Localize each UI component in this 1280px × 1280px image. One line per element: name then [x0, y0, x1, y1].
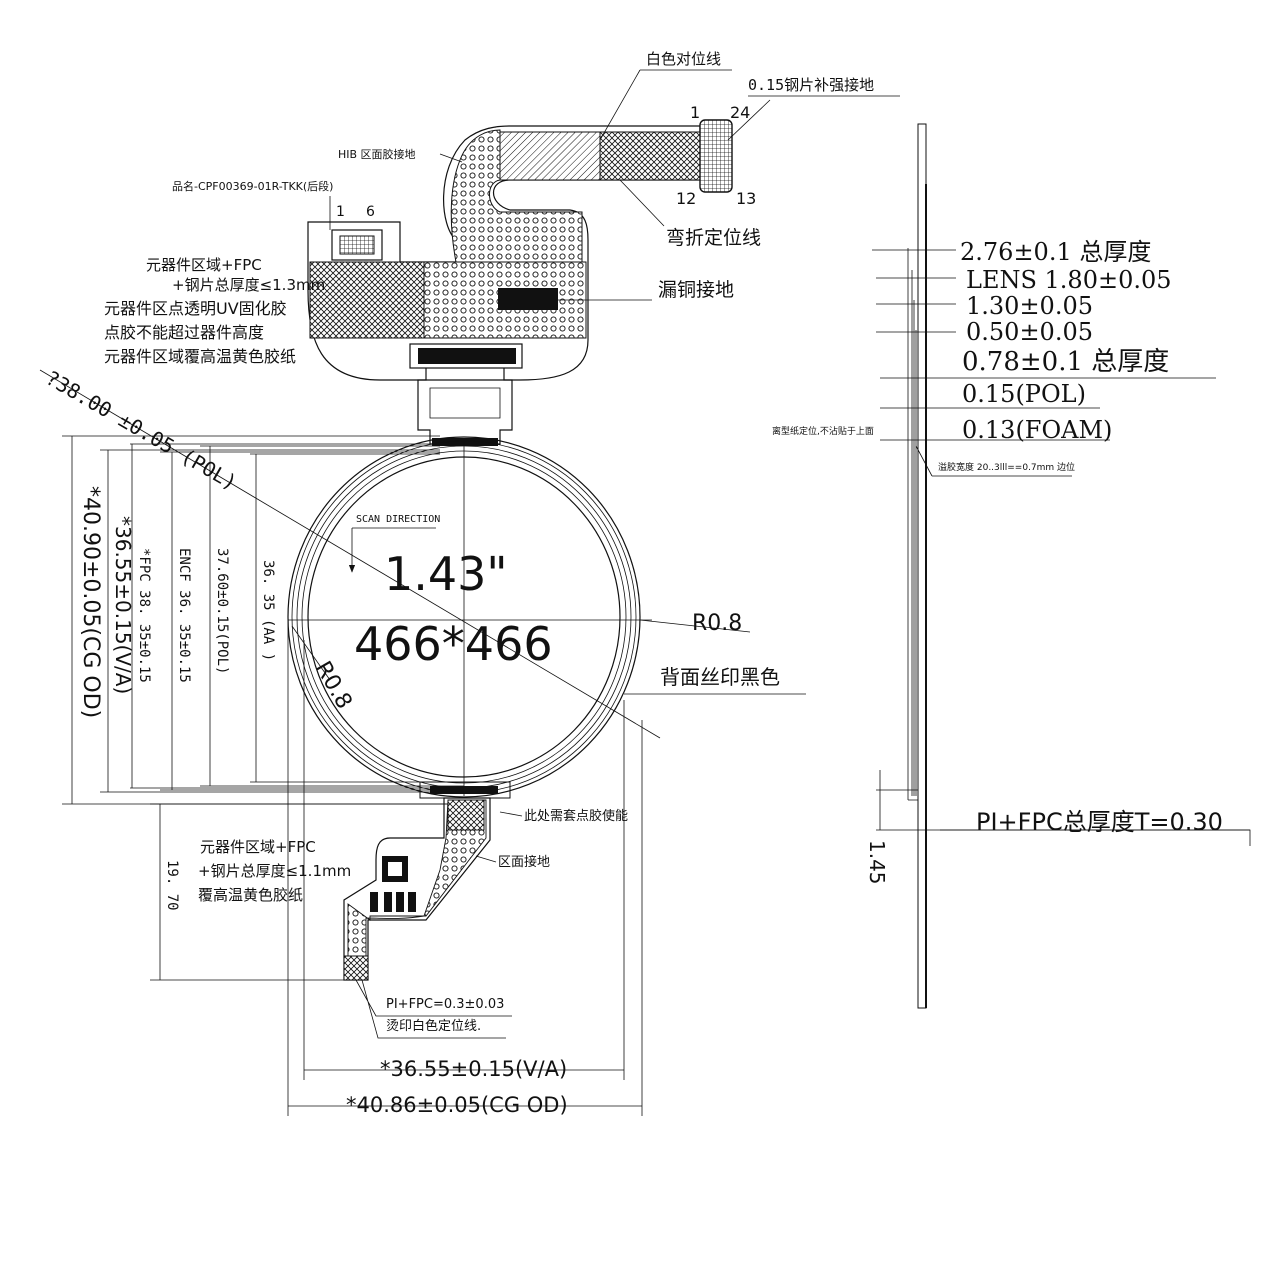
- d145-label: 1.45: [865, 840, 889, 885]
- encf-vertical-dim: ENCF 36. 35±0.15: [176, 548, 192, 683]
- bottom-component-area-label-1: 元器件区域+FPC: [200, 838, 316, 856]
- black-print-label: 背面丝印黑色: [660, 665, 780, 689]
- tail-vertical-dim: 19. 70: [164, 860, 180, 911]
- steel-stiffener-label: 0.15钢片补强接地: [748, 76, 874, 94]
- side-view: [872, 123, 1251, 1009]
- pol-thickness-label: 0.15(POL): [962, 380, 1086, 408]
- part-name-label: 品名-CPF00369-01R-TKK(后段): [172, 179, 333, 193]
- display-resolution-label: 466*466: [354, 617, 553, 671]
- cg-od-horizontal-dim: *40.86±0.05(CG OD): [346, 1093, 568, 1117]
- radius-right-label: R0.8: [692, 611, 742, 636]
- uv-note-1: 元器件区点透明UV固化胶: [104, 299, 287, 318]
- pol-vertical-dim: 37.60±0.15(POL): [214, 548, 230, 674]
- top-fpc: [307, 119, 733, 446]
- cg-od-vertical-dim: *40.90±0.05(CG OD): [78, 486, 103, 718]
- radius-left-label: R0.8: [310, 657, 357, 713]
- hib-area-label: HIB 区面胶接地: [338, 147, 416, 161]
- uv-note-2: 点胶不能超过器件高度: [104, 323, 264, 342]
- white-align-line-label: 白色对位线: [646, 50, 721, 68]
- va-horizontal-dim: *36.55±0.15(V/A): [380, 1057, 567, 1081]
- display-size-label: 1.43": [384, 547, 508, 601]
- vertical-dimension-lines: [62, 435, 470, 981]
- white-line-label: 烫印白色定位线.: [386, 1018, 481, 1034]
- pin-12-label: 12: [676, 189, 696, 208]
- edge-overflow-note: 溢胶宽度 20..3lll==0.7mm 边位: [938, 461, 1075, 473]
- tape-note: 元器件区域覆高温黄色胶纸: [104, 347, 296, 366]
- bottom-fpc: [343, 797, 491, 981]
- component-area-label-1: 元器件区域+FPC: [146, 256, 262, 274]
- horizontal-dimension-lines: [287, 620, 643, 1116]
- pi-fpc-total-thickness-label: PI+FPC总厚度T=0.30: [976, 808, 1223, 836]
- pi-fpc-thickness-label: PI+FPC=0.3±0.03: [386, 997, 504, 1012]
- connector-pin-1-label: 1: [336, 204, 345, 220]
- va-vertical-dim: *36.55±0.15(V/A): [111, 516, 135, 694]
- d130-label: 1.30±0.05: [966, 292, 1093, 320]
- foam-thickness-label: 0.13(FOAM): [962, 416, 1112, 444]
- total-thickness-label: 2.76±0.1 总厚度: [960, 238, 1151, 266]
- bend-line-label: 弯折定位线: [666, 227, 761, 249]
- release-paper-note: 离型纸定位,不沾贴于上面: [772, 425, 874, 437]
- scan-direction-label: SCAN DIRECTION: [356, 514, 440, 525]
- bottom-component-area-label-2: +钢片总厚度≤1.1mm: [198, 862, 351, 880]
- area-ground-label: 区面接地: [498, 854, 550, 870]
- bottom-tape-note: 覆高温黄色胶纸: [198, 886, 303, 904]
- aa-vertical-dim: 36. 35 (AA ): [260, 560, 276, 661]
- pin-13-label: 13: [736, 189, 756, 208]
- pin-24-label: 24: [730, 103, 750, 122]
- connector-pin-6-label: 6: [366, 204, 375, 220]
- fpc-vertical-dim: *FPC 38. 35±0.15: [136, 548, 152, 683]
- panel-total-thickness-label: 0.78±0.1 总厚度: [962, 347, 1169, 377]
- component-area-label-2: +钢片总厚度≤1.3mm: [172, 276, 325, 294]
- pin-1-label: 1: [690, 103, 700, 122]
- lens-thickness-label: LENS 1.80±0.05: [966, 266, 1172, 294]
- exposed-copper-label: 漏铜接地: [658, 279, 734, 301]
- pol-diameter-label: ?38.00 ±0.05 (POL): [42, 366, 242, 495]
- d050-label: 0.50±0.05: [966, 318, 1093, 346]
- glue-note-label: 此处需套点胶使能: [524, 808, 628, 824]
